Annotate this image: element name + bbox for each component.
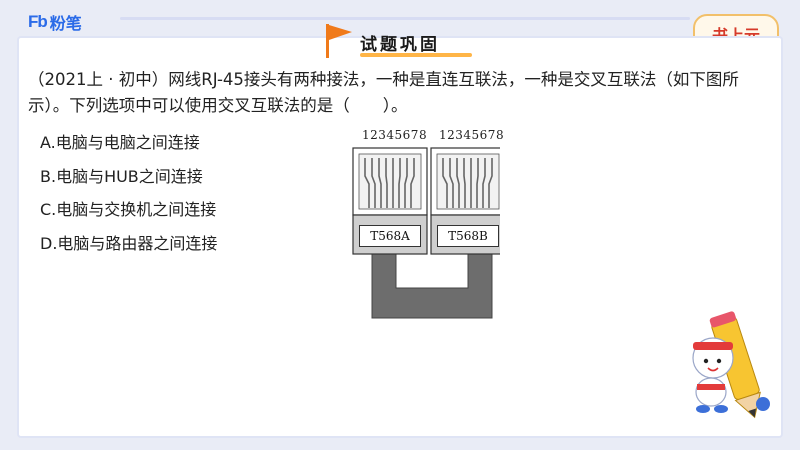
left-pin-numbers: 12345678 <box>362 128 428 142</box>
section-title: 试题巩固 <box>360 35 440 55</box>
flag-icon <box>326 24 352 58</box>
brand-name: 粉笔 <box>49 14 82 33</box>
left-standard-label: T568A <box>359 225 421 247</box>
option-b[interactable]: B.电脑与HUB之间连接 <box>40 166 203 186</box>
header-divider <box>120 17 690 20</box>
right-standard-label: T568B <box>437 225 499 247</box>
question-text: （2021上 · 初中）网线RJ-45接头有两种接法，一种是直连互联法，一种是交… <box>28 70 739 115</box>
section-title-banner: 试题巩固 <box>322 22 474 58</box>
pencil-mascot-illustration <box>692 311 770 419</box>
rj45-connectors-drawing <box>352 147 500 319</box>
brand-logo: Fb 粉笔 <box>28 10 82 34</box>
logo-mark: Fb <box>28 12 48 31</box>
title-underline <box>360 53 472 57</box>
right-pin-numbers: 12345678 <box>439 128 505 142</box>
option-a[interactable]: A.电脑与电脑之间连接 <box>40 133 200 152</box>
options-list: A.电脑与电脑之间连接 B.电脑与HUB之间连接 C.电脑与交换机之间连接 D.… <box>40 130 217 264</box>
rj45-figure: 12345678 12345678 <box>350 128 504 323</box>
top-bar: Fb 粉笔 <box>0 0 800 40</box>
option-d[interactable]: D.电脑与路由器之间连接 <box>40 233 218 253</box>
option-c[interactable]: C.电脑与交换机之间连接 <box>40 200 217 219</box>
